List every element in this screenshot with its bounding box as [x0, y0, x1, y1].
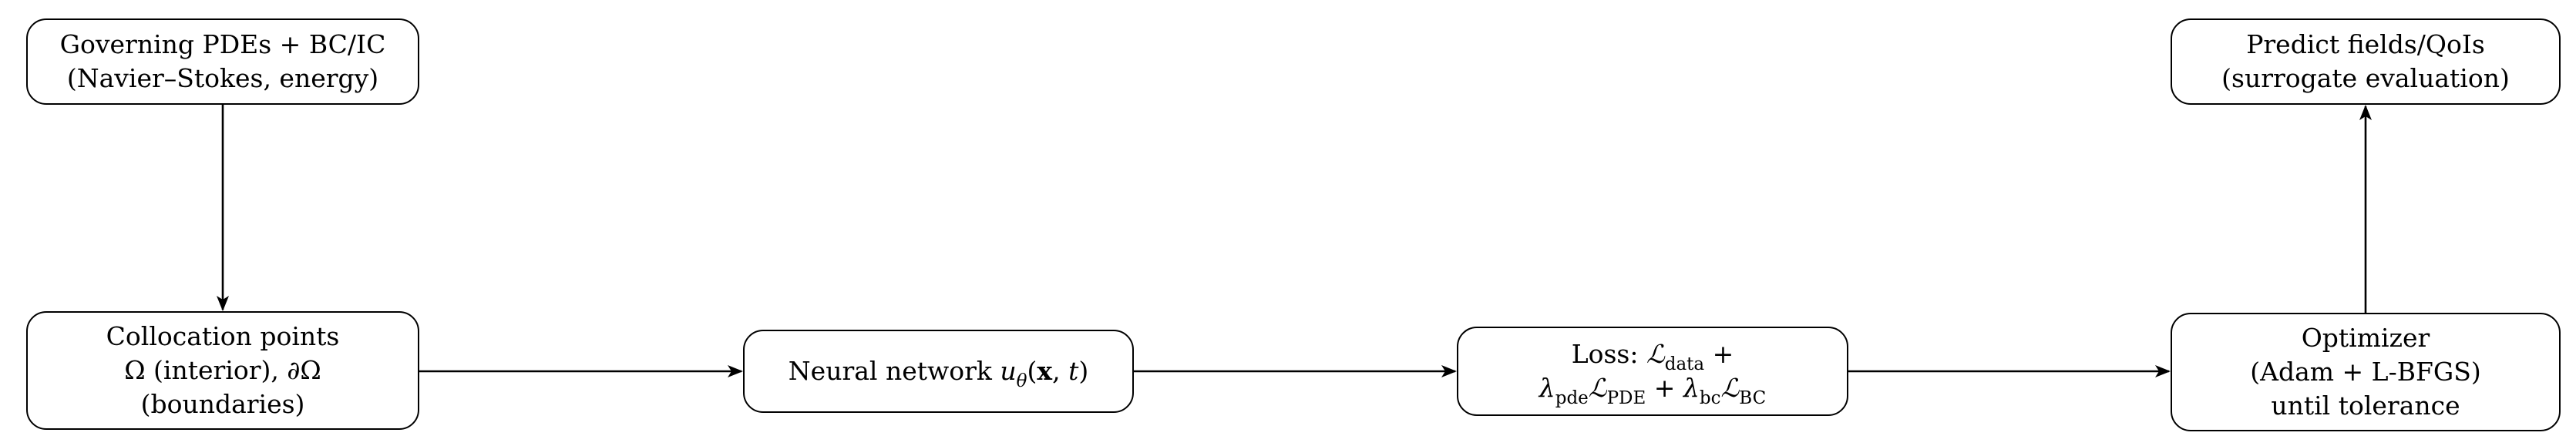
node-loss-line2: λpdeℒPDE + λbcℒBC: [1539, 371, 1767, 408]
loss-bc-sub-lower: bc: [1699, 388, 1721, 408]
loss-BC-sub: BC: [1739, 388, 1767, 408]
node-optimizer-line1: Optimizer: [2301, 323, 2430, 353]
node-collocation-line1: Collocation points: [106, 321, 340, 351]
node-loss-line1: Loss: ℒdata +: [1571, 337, 1734, 374]
loss-L-bc: ℒ: [1720, 373, 1740, 403]
loss-L-pde: ℒ: [1588, 373, 1607, 403]
node-collocation-points: Collocation points Ω (interior), ∂Ω (bou…: [26, 311, 419, 430]
nn-prefix: Neural network: [788, 356, 992, 386]
node-neural-network-label: Neural network uθ(x, t): [788, 354, 1089, 391]
nn-u: u: [1000, 356, 1017, 386]
loss-plus-1: +: [1712, 339, 1734, 369]
node-predict-line1: Predict fields/QoIs: [2246, 29, 2485, 59]
nn-theta: θ: [1016, 371, 1027, 391]
nn-close: ): [1078, 356, 1089, 386]
nn-open: (: [1027, 356, 1037, 386]
nn-t: t: [1068, 356, 1079, 386]
node-governing-pdes: Governing PDEs + BC/IC (Navier–Stokes, e…: [26, 18, 419, 105]
node-predict-line2: (surrogate evaluation): [2221, 63, 2510, 93]
nn-x: x: [1037, 356, 1053, 386]
node-optimizer-line3: until tolerance: [2271, 391, 2460, 421]
loss-lambda-pde: λ: [1539, 373, 1555, 403]
loss-pde-sub-lower: pde: [1555, 388, 1589, 408]
loss-prefix: Loss:: [1571, 339, 1639, 369]
nn-comma: ,: [1052, 356, 1069, 386]
node-loss: Loss: ℒdata + λpdeℒPDE + λbcℒBC: [1457, 327, 1848, 416]
node-optimizer: Optimizer (Adam + L-BFGS) until toleranc…: [2171, 313, 2561, 431]
loss-L-data: ℒ: [1646, 339, 1665, 369]
node-predict-fields: Predict fields/QoIs (surrogate evaluatio…: [2171, 18, 2561, 105]
loss-lambda-bc: λ: [1683, 373, 1700, 403]
node-collocation-line2: Ω (interior), ∂Ω: [124, 355, 321, 385]
loss-plus-2: +: [1653, 373, 1676, 403]
loss-data-sub: data: [1664, 354, 1705, 374]
node-governing-pdes-line2: (Navier–Stokes, energy): [66, 63, 379, 93]
node-governing-pdes-line1: Governing PDEs + BC/IC: [59, 29, 386, 59]
node-collocation-line3: (boundaries): [140, 389, 305, 419]
node-optimizer-line2: (Adam + L-BFGS): [2250, 357, 2481, 387]
node-neural-network: Neural network uθ(x, t): [743, 330, 1134, 413]
loss-PDE-sub: PDE: [1606, 388, 1646, 408]
